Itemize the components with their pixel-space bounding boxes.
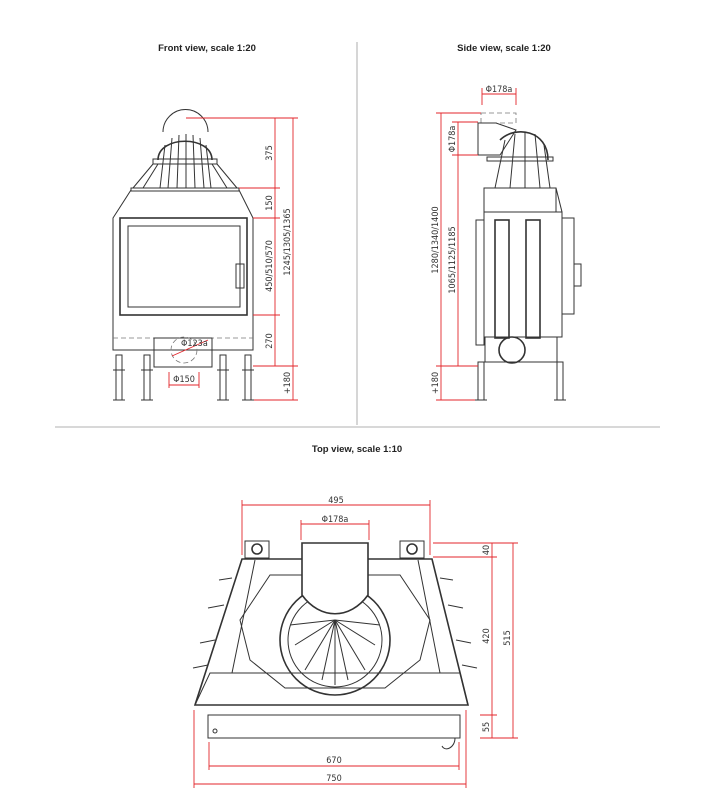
top-view-title: Top view, scale 1:10: [312, 444, 402, 455]
front-flue-hidden: [170, 336, 198, 364]
top-octagon-plate: [239, 574, 431, 689]
front-dim-270: 270: [265, 333, 275, 348]
side-door: [561, 217, 575, 315]
side-legs: [475, 361, 566, 401]
top-flue-collar: [301, 542, 369, 615]
front-dome-cap: [162, 109, 209, 133]
front-dome-ring: [152, 158, 218, 165]
front-dome-struts: [132, 163, 238, 189]
side-flue-top-dim: Φ178a: [486, 85, 513, 95]
front-dim-legs: +180: [283, 372, 293, 394]
top-dim-420: 420: [482, 628, 492, 643]
front-glass-frame: [119, 217, 248, 316]
top-dim-750: 750: [326, 774, 341, 784]
side-flue-top-dim-line: [481, 88, 517, 105]
top-dim-flue: Φ178a: [322, 515, 349, 525]
top-dim-55: 55: [482, 722, 492, 732]
front-dim-total: 1245/1305/1365: [283, 208, 293, 275]
side-dim-lines: [436, 112, 481, 401]
top-dim-lines: [193, 500, 518, 788]
front-glass: [127, 225, 241, 308]
side-top-block: [483, 187, 557, 213]
side-top-edge: [555, 187, 563, 213]
side-dome-ribs: [494, 132, 551, 189]
side-dim-legs: +180: [431, 372, 441, 394]
front-view: Φ123a Φ150 375 150 450/510/570 270 1245/…: [112, 109, 298, 401]
front-dome-ribs: [159, 134, 212, 189]
side-view: Φ178a Φ178a 1280/1340/1400 1065/1125/118…: [431, 85, 582, 401]
front-duct-dim-line: [168, 372, 200, 388]
front-dim-glass: 450/510/570: [265, 240, 275, 292]
top-dim-495: 495: [328, 496, 343, 506]
front-legs: [113, 354, 254, 401]
front-dim-lines: [186, 117, 298, 401]
side-flue-top: [480, 112, 517, 124]
side-slot-right: [525, 219, 541, 339]
top-bolt-right: [406, 543, 418, 555]
side-flue-elbow: [477, 122, 517, 156]
front-dome: [157, 140, 213, 161]
front-air-box: [153, 337, 213, 368]
front-flue-dim: Φ123a: [181, 339, 208, 349]
top-cable: [441, 737, 456, 750]
front-body: [112, 189, 254, 351]
side-bottom-block: [484, 336, 558, 363]
front-top-plate: [130, 187, 240, 192]
side-handle: [573, 263, 582, 287]
front-dim-150: 150: [265, 195, 275, 210]
top-bracket-right: [399, 540, 425, 559]
top-burner-rays: [289, 619, 381, 685]
side-dome: [499, 131, 549, 161]
top-dim-40: 40: [482, 545, 492, 555]
front-duct-dim: Φ150: [173, 375, 195, 385]
top-bracket-left: [244, 540, 270, 559]
top-dim-670: 670: [326, 756, 341, 766]
top-plate-screw: [212, 728, 218, 734]
front-view-title: Front view, scale 1:20: [158, 43, 256, 54]
side-slot-left: [494, 219, 510, 339]
front-flue-dim-line: [171, 339, 209, 357]
top-front-plate: [207, 714, 461, 739]
side-back-panel: [475, 219, 485, 346]
side-flue-side-dim: Φ178a: [448, 126, 458, 153]
top-dim-515: 515: [503, 630, 513, 645]
side-view-title: Side view, scale 1:20: [457, 43, 551, 54]
top-view: 495 Φ178a 40 420 515 55 670 750: [192, 496, 518, 788]
side-dome-ring: [486, 156, 554, 162]
door-handle: [235, 263, 245, 289]
side-dim-total: 1280/1340/1400: [431, 206, 441, 273]
side-air-duct: [498, 336, 526, 364]
side-dim-body: 1065/1125/1185: [448, 226, 458, 293]
front-dim-375: 375: [265, 145, 275, 160]
top-bolt-left: [251, 543, 263, 555]
top-side-fins: [192, 577, 478, 669]
